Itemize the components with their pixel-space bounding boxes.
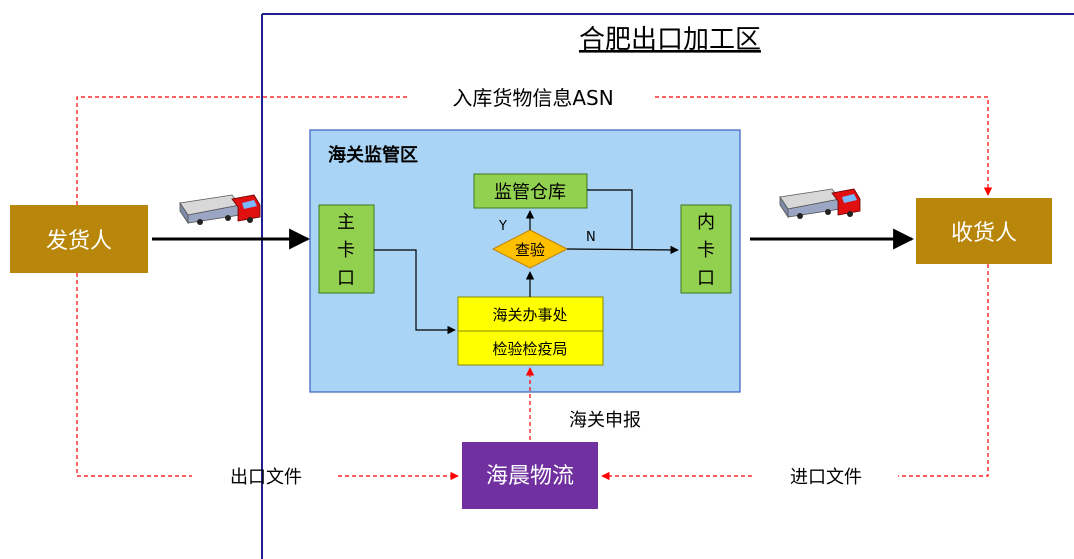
main-gate-char: 主 <box>337 212 355 233</box>
quarantine-bureau-box <box>457 330 604 366</box>
logistics-box <box>462 442 598 509</box>
main-gate-box <box>318 204 375 294</box>
main-gate-char: 卡 <box>337 240 355 261</box>
shipper-box <box>10 205 148 273</box>
asn-dashed-line <box>76 96 993 205</box>
warehouse-label: 监管仓库 <box>494 182 566 203</box>
import-docs-dashed-line <box>601 264 989 481</box>
asn-label: 入库货物信息ASN <box>452 86 613 110</box>
inner-gate-char: 卡 <box>697 240 715 261</box>
truck-icon <box>779 188 861 219</box>
internal-flow-lines <box>374 189 679 335</box>
shipper-label: 发货人 <box>46 229 112 254</box>
consignee-box <box>916 198 1052 264</box>
quarantine-bureau-label: 检验检疫局 <box>492 340 567 358</box>
main-gate-char: 口 <box>337 268 355 289</box>
customs-zone-label: 海关监管区 <box>328 144 418 166</box>
customs-office-box <box>457 296 604 332</box>
customs-office-label: 海关办事处 <box>492 306 567 324</box>
zone-title: 合肥出口加工区 <box>579 25 761 55</box>
processing-zone-border <box>261 13 1074 559</box>
import-docs-label: 进口文件 <box>790 467 862 488</box>
inner-gate-char: 内 <box>697 212 715 233</box>
inspection-label: 查验 <box>515 241 545 259</box>
consignee-label: 收货人 <box>951 221 1017 246</box>
export-docs-dashed-line <box>76 273 459 481</box>
warehouse-box <box>473 173 588 209</box>
no-label: N <box>586 230 596 245</box>
logistics-label: 海晨物流 <box>486 464 574 489</box>
customs-declaration-label: 海关申报 <box>569 410 641 431</box>
inner-gate-char: 口 <box>697 268 715 289</box>
truck-icon <box>179 194 261 225</box>
inner-gate-box <box>680 204 732 294</box>
inspection-diamond <box>491 229 569 269</box>
export-docs-label: 出口文件 <box>230 467 302 488</box>
yes-label: Y <box>498 219 507 234</box>
